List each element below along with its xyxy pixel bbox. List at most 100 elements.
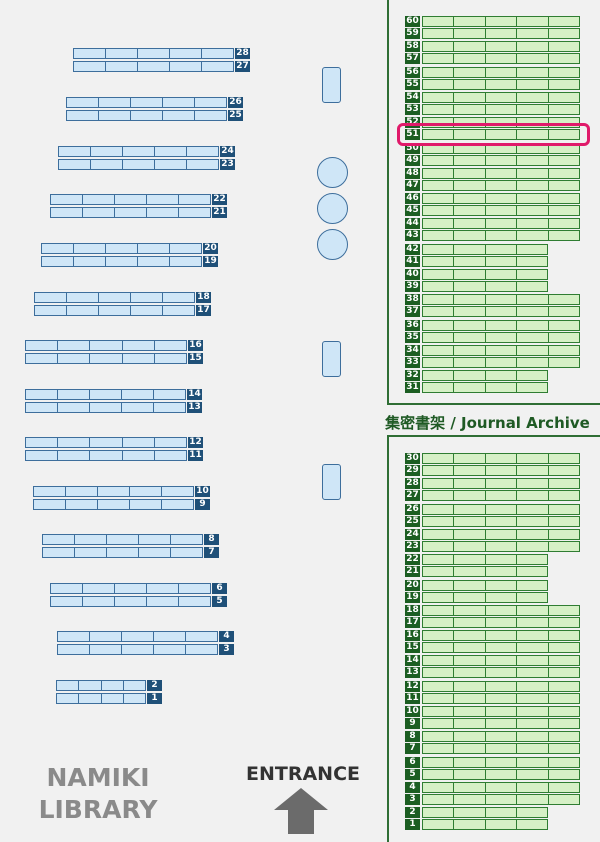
archive-shelf-10[interactable] [422,706,580,717]
archive-shelf-4[interactable] [422,782,580,793]
shelf-21[interactable] [50,207,211,218]
shelf-25[interactable] [66,110,227,121]
archive-shelf-38[interactable] [422,294,580,305]
archive-shelf-12[interactable] [422,681,580,692]
shelf-3[interactable] [57,644,218,655]
shelf-10[interactable] [33,486,194,497]
archive-shelf-59[interactable] [422,28,580,39]
archive-shelf-17[interactable] [422,617,580,628]
archive-shelf-27[interactable] [422,490,580,501]
shelf-28[interactable] [73,48,234,59]
shelf-16[interactable] [25,340,187,351]
archive-shelf-40[interactable] [422,269,548,280]
archive-shelf-21[interactable] [422,566,548,577]
archive-shelf-41[interactable] [422,256,548,267]
archive-shelf-7[interactable] [422,743,580,754]
archive-shelf-3[interactable] [422,794,580,805]
archive-shelf-28[interactable] [422,478,580,489]
archive-shelf-52[interactable] [422,117,580,128]
archive-shelf-57[interactable] [422,53,580,64]
archive-shelf-1[interactable] [422,819,548,830]
shelf-5[interactable] [50,596,211,607]
archive-shelf-48[interactable] [422,168,580,179]
archive-shelf-20[interactable] [422,580,548,591]
archive-shelf-13[interactable] [422,667,580,678]
shelf-22[interactable] [50,194,211,205]
archive-shelf-55[interactable] [422,79,580,90]
shelf-6[interactable] [50,583,211,594]
archive-shelf-29[interactable] [422,465,580,476]
archive-shelf-34[interactable] [422,345,580,356]
archive-shelf-18[interactable] [422,605,580,616]
archive-shelf-8[interactable] [422,731,580,742]
archive-shelf-39[interactable] [422,281,548,292]
archive-shelf-24[interactable] [422,529,580,540]
archive-shelf-22[interactable] [422,554,548,565]
archive-shelf-45[interactable] [422,205,580,216]
archive-shelf-31[interactable] [422,382,548,393]
archive-shelf-37[interactable] [422,306,580,317]
archive-shelf-36[interactable] [422,320,580,331]
shelf-section [549,732,579,741]
shelf-20[interactable] [41,243,202,254]
archive-shelf-25[interactable] [422,516,580,527]
archive-shelf-46[interactable] [422,193,580,204]
archive-shelf-2[interactable] [422,807,548,818]
shelf-26[interactable] [66,97,227,108]
shelf-1[interactable] [56,693,146,704]
archive-shelf-19[interactable] [422,592,548,603]
shelf-7[interactable] [42,547,203,558]
archive-shelf-15[interactable] [422,642,580,653]
archive-shelf-44[interactable] [422,218,580,229]
shelf-23[interactable] [58,159,219,170]
shelf-number: 2 [405,807,420,818]
archive-shelf-32[interactable] [422,370,548,381]
shelf-section [423,68,455,77]
archive-shelf-11[interactable] [422,693,580,704]
archive-shelf-47[interactable] [422,180,580,191]
shelf-section [517,454,549,463]
shelf-14[interactable] [25,389,186,400]
shelf-section [517,68,549,77]
archive-shelf-9[interactable] [422,718,580,729]
archive-shelf-51[interactable] [422,129,580,140]
archive-shelf-53[interactable] [422,104,580,115]
shelf-9[interactable] [33,499,194,510]
shelf-15[interactable] [25,353,187,364]
shelf-section [486,555,517,564]
archive-shelf-43[interactable] [422,230,580,241]
shelf-section [423,80,455,89]
archive-shelf-14[interactable] [422,655,580,666]
shelf-section [486,346,518,355]
shelf-section [423,555,455,564]
shelf-8[interactable] [42,534,203,545]
shelf-section [517,169,549,178]
archive-shelf-6[interactable] [422,757,580,768]
shelf-24[interactable] [58,146,219,157]
shelf-section [423,29,455,38]
archive-shelf-30[interactable] [422,453,580,464]
shelf-4[interactable] [57,631,218,642]
shelf-13[interactable] [25,402,186,413]
shelf-11[interactable] [25,450,187,461]
shelf-27[interactable] [73,61,234,72]
archive-shelf-5[interactable] [422,769,580,780]
archive-shelf-56[interactable] [422,67,580,78]
shelf-2[interactable] [56,680,146,691]
archive-shelf-33[interactable] [422,357,580,368]
archive-shelf-49[interactable] [422,155,580,166]
shelf-section [51,208,83,217]
archive-shelf-60[interactable] [422,16,580,27]
shelf-18[interactable] [34,292,195,303]
archive-shelf-54[interactable] [422,92,580,103]
archive-shelf-35[interactable] [422,332,580,343]
shelf-section [91,160,123,169]
archive-shelf-23[interactable] [422,541,580,552]
shelf-12[interactable] [25,437,187,448]
archive-shelf-16[interactable] [422,630,580,641]
shelf-17[interactable] [34,305,195,316]
archive-shelf-58[interactable] [422,41,580,52]
archive-shelf-26[interactable] [422,504,580,515]
archive-shelf-42[interactable] [422,244,548,255]
shelf-19[interactable] [41,256,202,267]
